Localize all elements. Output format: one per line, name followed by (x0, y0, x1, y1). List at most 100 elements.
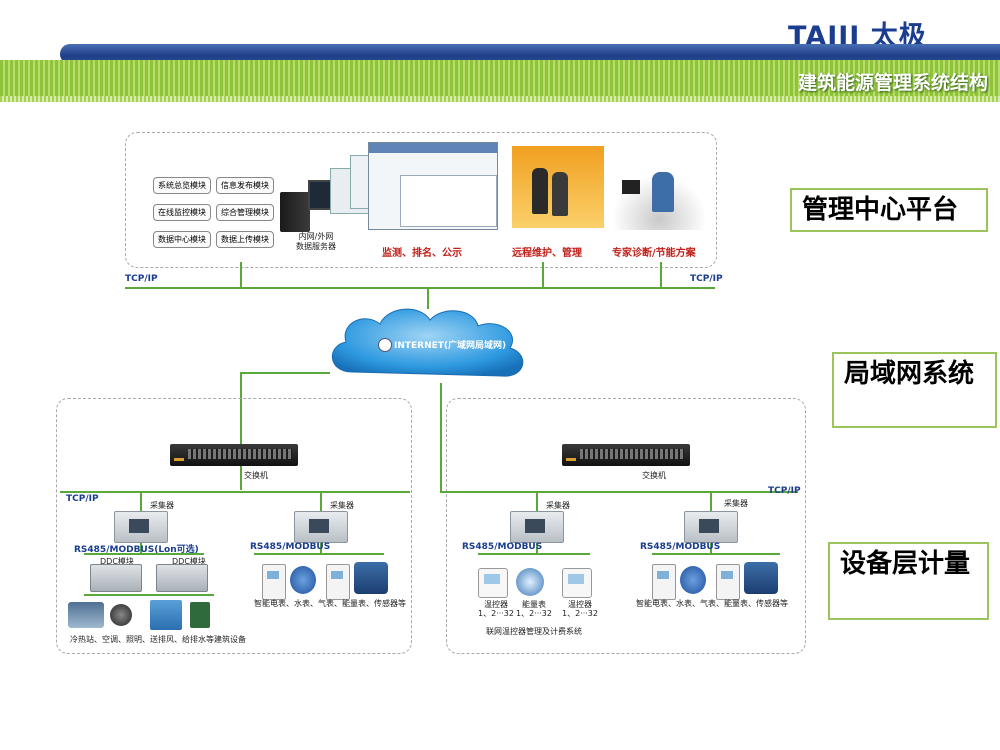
energy-meter-range: 1、2···32 (516, 609, 552, 618)
protocol-label: RS485/MODBUS (250, 542, 331, 552)
laptop-icon (622, 180, 640, 194)
right-subsystem-box (446, 398, 806, 654)
link-line (536, 543, 538, 553)
energy-meter-name: 能量表 (522, 600, 546, 609)
internet-label: INTERNET(广域网局域网) (394, 341, 507, 351)
tcpip-label-right: TCP/IP (690, 274, 723, 284)
ddc-module-icon (90, 564, 142, 592)
collector-label: 采集器 (330, 501, 354, 510)
globe-icon (378, 338, 392, 352)
link-line (240, 262, 242, 289)
link-line (320, 491, 322, 511)
thermostat-icon (478, 568, 508, 598)
link-line (140, 543, 142, 553)
energy-meter-icon (354, 562, 388, 594)
meters-caption: 智能电表、水表、气表、能量表、传感器等 (254, 599, 406, 608)
module-info-publish: 信息发布模块 (216, 177, 274, 194)
water-meter-icon (290, 566, 316, 594)
link-line (254, 553, 384, 555)
collector-label: 采集器 (546, 501, 570, 510)
tcpip-label-left: TCP/IP (125, 274, 158, 284)
header-green-band-lower (0, 96, 1000, 102)
link-line (320, 543, 322, 553)
header-blue-bar (60, 44, 1000, 64)
link-line (240, 372, 330, 374)
energy-meter-caption: 能量表 1、2···32 (516, 600, 552, 618)
screenshot-panel-4 (400, 175, 497, 227)
tcpip-label: TCP/IP (768, 486, 801, 496)
tcpip-bus-line (60, 491, 410, 493)
link-line (140, 491, 142, 511)
fan-icon (110, 604, 132, 626)
pump-icon (190, 602, 210, 628)
air-handler-icon (150, 600, 182, 630)
module-data-center: 数据中心模块 (153, 231, 211, 248)
gas-meter-icon (326, 564, 350, 600)
ddc-label: DDC模块 (172, 557, 206, 566)
ddc-module-icon (156, 564, 208, 592)
link-line (710, 543, 712, 553)
tcpip-bus-line (440, 491, 798, 493)
collector-device-icon (510, 511, 564, 543)
thermostat-2-name: 温控器 (568, 600, 592, 609)
module-system-overview: 系统总览模块 (153, 177, 211, 194)
server-caption-line2: 数据服务器 (296, 242, 336, 251)
gas-meter-icon (716, 564, 740, 600)
tcpip-label: TCP/IP (66, 494, 99, 504)
device-metering-label: 设备层计量 (828, 542, 989, 620)
collector-label: 采集器 (150, 501, 174, 510)
left-subsystem-box (56, 398, 412, 654)
thermostat-icon (562, 568, 592, 598)
collector-device-icon (294, 511, 348, 543)
collector-device-icon (114, 511, 168, 543)
link-line (240, 372, 242, 490)
network-switch-icon (170, 444, 298, 466)
thermostat-1-range: 1、2···32 (478, 609, 514, 618)
electric-meter-icon (652, 564, 676, 600)
ddc-label: DDC模块 (100, 557, 134, 566)
link-line (536, 491, 538, 511)
switch-label: 交换机 (642, 471, 666, 480)
water-meter-icon (680, 566, 706, 594)
module-data-upload: 数据上传模块 (216, 231, 274, 248)
link-line (710, 491, 712, 511)
module-online-monitor: 在线监控模块 (153, 204, 211, 221)
server-icon (280, 192, 310, 232)
link-line (84, 553, 204, 555)
person-icon (652, 172, 674, 212)
module-integrated-management: 综合管理模块 (216, 204, 274, 221)
expert-caption: 专家诊断/节能方案 (612, 248, 696, 259)
header-green-band (0, 60, 1000, 96)
person-icon (552, 172, 568, 216)
management-center-box (125, 132, 717, 268)
thermostat-1-caption: 温控器 1、2···32 (478, 600, 514, 618)
person-icon (532, 168, 548, 214)
collector-label: 采集器 (724, 499, 748, 508)
protocol-label: RS485/MODBUS (640, 542, 721, 552)
thermostat-2-caption: 温控器 1、2···32 (562, 600, 598, 618)
monitor-caption: 监测、排名、公示 (382, 248, 462, 259)
chiller-icon (68, 602, 104, 628)
server-caption: 内网/外网 数据服务器 (296, 232, 336, 252)
protocol-label: RS485/MODBUS(Lon可选) (74, 545, 199, 555)
link-line (84, 594, 214, 596)
link-line (542, 262, 544, 289)
meters-caption: 智能电表、水表、气表、能量表、传感器等 (636, 599, 788, 608)
link-line (427, 287, 429, 309)
collector-device-icon (684, 511, 738, 543)
thermostat-system-caption: 联网温控器管理及计费系统 (486, 627, 582, 636)
switch-label: 交换机 (244, 471, 268, 480)
link-line (652, 553, 780, 555)
management-platform-label: 管理中心平台 (790, 188, 988, 232)
tcpip-bus-line (125, 287, 715, 289)
electric-meter-icon (262, 564, 286, 600)
internet-cloud-icon (331, 308, 524, 377)
page-title: 建筑能源管理系统结构 (797, 72, 988, 94)
network-switch-icon (562, 444, 690, 466)
energy-meter-icon (744, 562, 778, 594)
link-line (478, 553, 590, 555)
energy-meter-icon (516, 568, 544, 596)
server-caption-line1: 内网/外网 (298, 232, 334, 241)
thermostat-1-name: 温控器 (484, 600, 508, 609)
protocol-label: RS485/MODBUS (462, 542, 543, 552)
